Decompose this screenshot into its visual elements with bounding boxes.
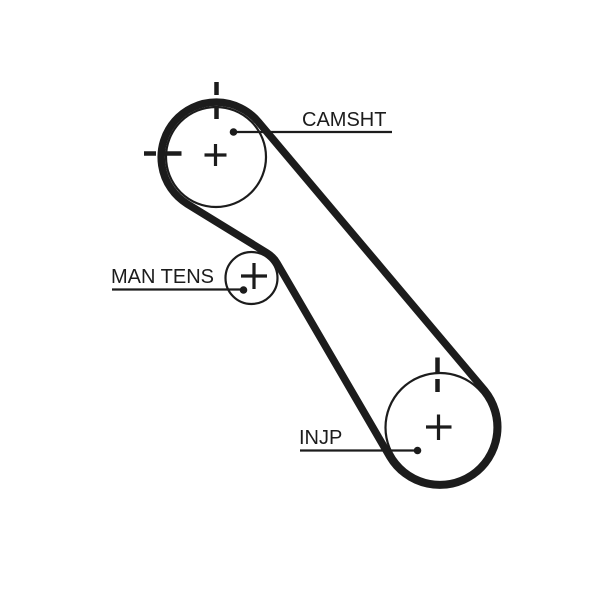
injection-pump-label: INJP <box>299 427 343 449</box>
camshaft-leader-dot <box>229 128 238 136</box>
tensioner-center-cross <box>241 263 267 289</box>
manual-tensioner-label: MAN TENS <box>111 266 214 288</box>
injection-pump-leader-line <box>300 446 422 455</box>
camshaft-center-cross <box>204 144 227 166</box>
tensioner-pulley-circle <box>224 250 279 306</box>
camshaft-leader-line <box>229 128 392 136</box>
injection-pump-center-cross <box>426 414 452 440</box>
tensioner-leader-line <box>112 286 248 294</box>
injection-pump-leader-dot <box>413 446 422 455</box>
timing-belt <box>157 98 502 489</box>
tensioner-leader-dot <box>239 286 248 294</box>
camshaft-label: CAMSHT <box>302 109 387 131</box>
